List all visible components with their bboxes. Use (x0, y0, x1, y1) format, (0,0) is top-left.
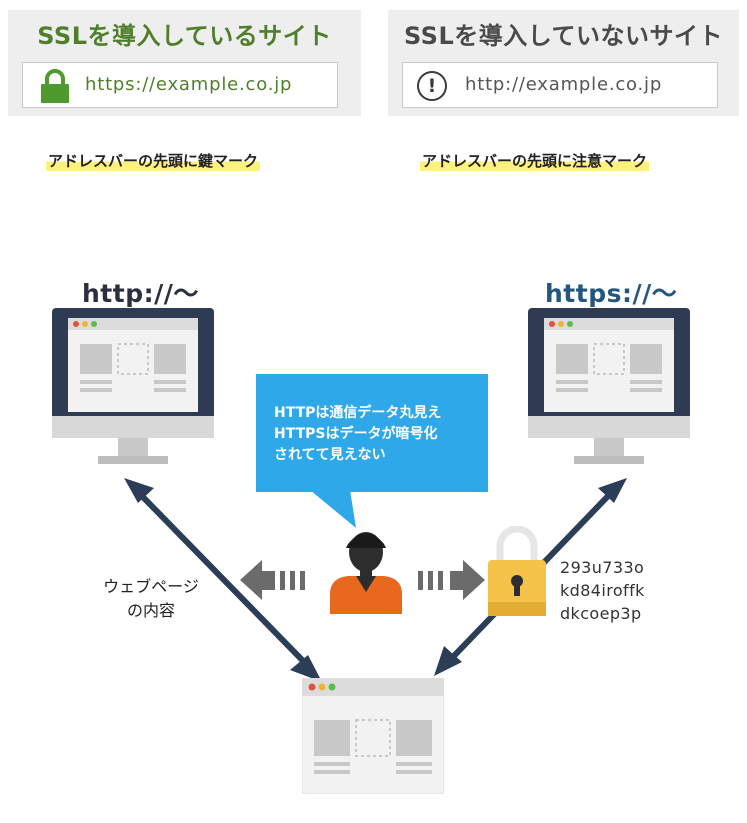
nossl-address-bar: ! http://example.co.jp (402, 62, 718, 108)
nossl-url-text: http://example.co.jp (465, 74, 663, 95)
webpage-content-label-line-1: ウェブページ (103, 577, 199, 596)
bubble-line-2: HTTPSはデータが暗号化 (274, 426, 438, 442)
webpage-content-label: ウェブページ の内容 (96, 575, 206, 623)
bubble-line-3: されてて見えない (274, 447, 386, 463)
right-intercept-arrow (418, 560, 485, 600)
http-label: http://〜 (82, 279, 199, 308)
padlock-icon (488, 526, 546, 616)
nossl-site-panel: SSLを導入していないサイト ! http://example.co.jp (388, 10, 739, 116)
nossl-site-title: SSLを導入していないサイト (403, 22, 724, 50)
http-monitor-icon (52, 308, 214, 464)
ssl-url-text: https://example.co.jp (85, 74, 293, 95)
left-intercept-arrow (240, 560, 305, 600)
ssl-address-bar: https://example.co.jp (22, 62, 338, 108)
webpage-content-label-line-2: の内容 (126, 601, 175, 620)
speech-bubble-tail (310, 490, 356, 528)
lock-icon (41, 69, 69, 103)
bubble-line-1: HTTPは通信データ丸見え (274, 405, 442, 421)
cipher-line-1: 293u733o (560, 558, 645, 577)
ssl-site-title: SSLを導入しているサイト (37, 22, 332, 50)
nossl-caption: アドレスバーの先頭に注意マーク (420, 150, 650, 171)
cipher-line-2: kd84iroffk (560, 581, 645, 600)
browser-window-icon (302, 678, 444, 794)
ssl-site-panel: SSLを導入しているサイト https://example.co.jp (8, 10, 361, 116)
speech-bubble: HTTPは通信データ丸見え HTTPSはデータが暗号化 されてて見えない (256, 374, 488, 492)
cipher-text: 293u733o kd84iroffk dkcoep3p (560, 556, 645, 625)
ssl-caption: アドレスバーの先頭に鍵マーク (46, 150, 261, 171)
http-arrow (124, 478, 322, 682)
https-label: https://〜 (545, 279, 678, 308)
eavesdropper-person-icon (330, 532, 402, 614)
warning-icon: ! (417, 71, 447, 101)
cipher-line-3: dkcoep3p (560, 604, 642, 623)
https-monitor-icon (528, 308, 690, 464)
